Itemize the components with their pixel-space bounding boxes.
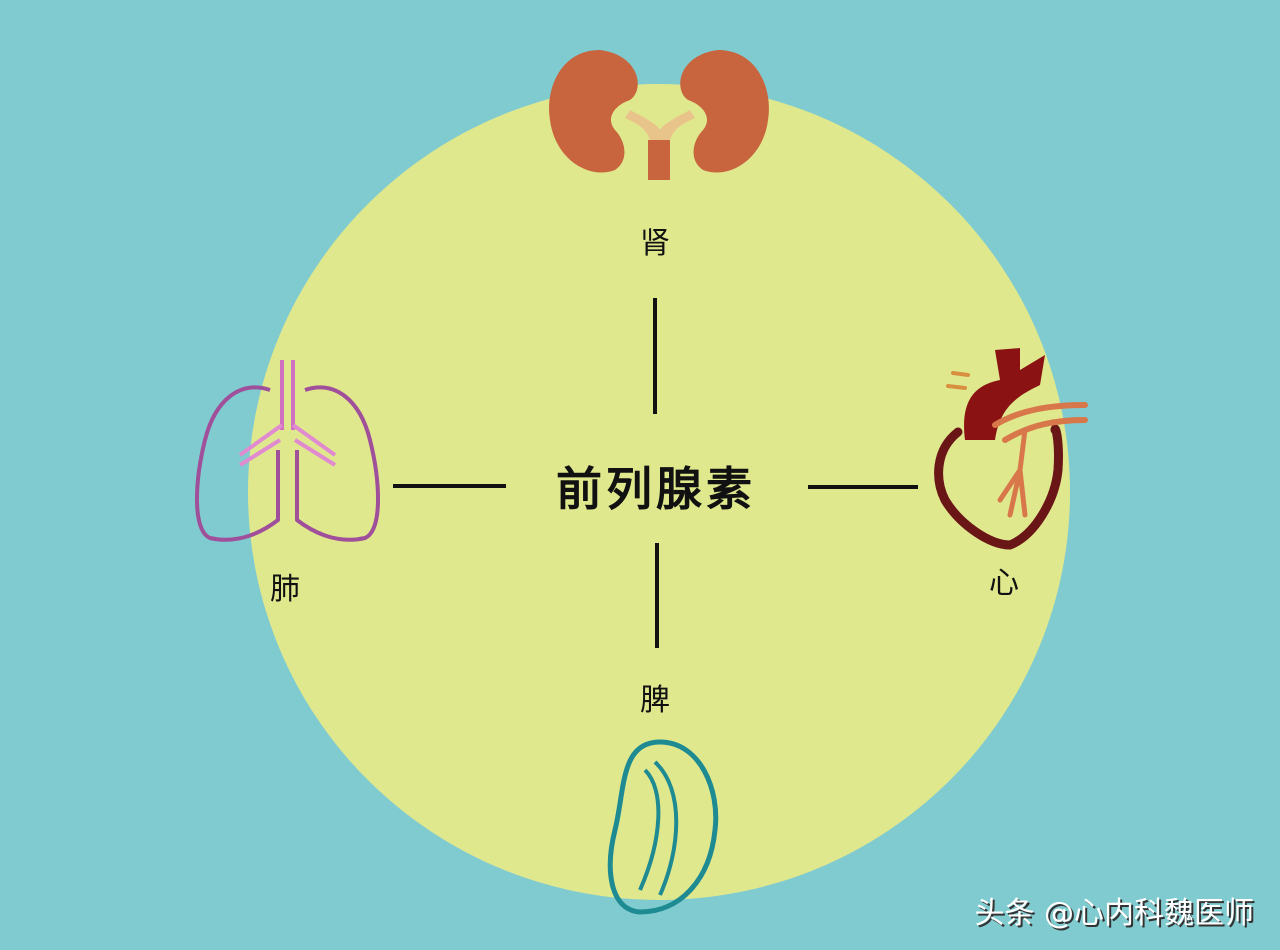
heart-icon [934, 348, 1088, 550]
lung-label: 肺 [270, 572, 300, 607]
heart-label: 心 [989, 566, 1019, 601]
watermark: 头条 @心内科魏医师 [974, 896, 1254, 931]
kidney-label: 肾 [640, 226, 670, 261]
lung-icon [195, 360, 380, 542]
background-circle [248, 84, 1070, 900]
spleen-label: 脾 [640, 683, 670, 718]
spleen-icon [607, 739, 719, 915]
center-label-prostaglandin: 前列腺素 [556, 462, 756, 516]
kidney-icon [549, 50, 769, 180]
